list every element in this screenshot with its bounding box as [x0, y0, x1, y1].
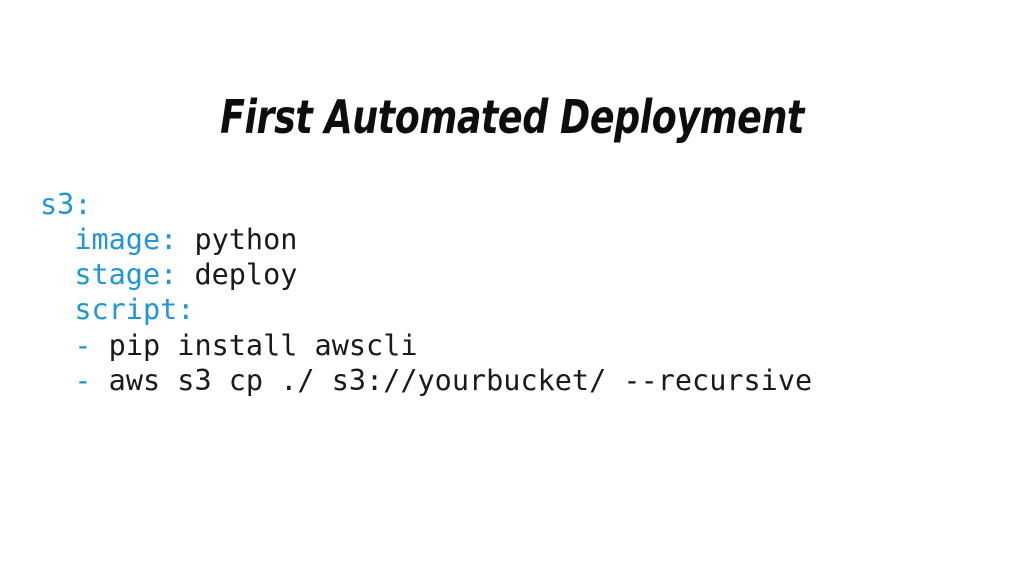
code-line: - aws s3 cp ./ s3://yourbucket/ --recurs…	[40, 363, 984, 398]
code-indent	[40, 364, 74, 397]
code-indent	[40, 223, 74, 256]
code-line: stage: deploy	[40, 257, 984, 292]
shell-command: aws s3 cp ./ s3://yourbucket/ --recursiv…	[91, 363, 813, 397]
code-line: image: python	[40, 222, 984, 257]
yaml-code-block: s3: image: python stage: deploy script: …	[40, 187, 984, 399]
code-line: script:	[40, 292, 984, 327]
yaml-key: s3:	[40, 187, 92, 221]
yaml-list-dash: -	[74, 363, 92, 397]
yaml-key: script:	[74, 293, 195, 327]
yaml-key: stage:	[74, 258, 178, 292]
page-title: First Automated Deployment	[220, 89, 804, 144]
code-indent	[40, 258, 74, 291]
code-indent	[40, 329, 74, 362]
yaml-value: deploy	[177, 258, 298, 292]
code-line: - pip install awscli	[40, 328, 984, 363]
shell-command: pip install awscli	[91, 328, 418, 362]
yaml-key: image:	[74, 222, 178, 256]
yaml-value: python	[177, 222, 298, 256]
yaml-list-dash: -	[74, 328, 92, 362]
code-line: s3:	[40, 187, 984, 222]
code-indent	[40, 293, 74, 326]
